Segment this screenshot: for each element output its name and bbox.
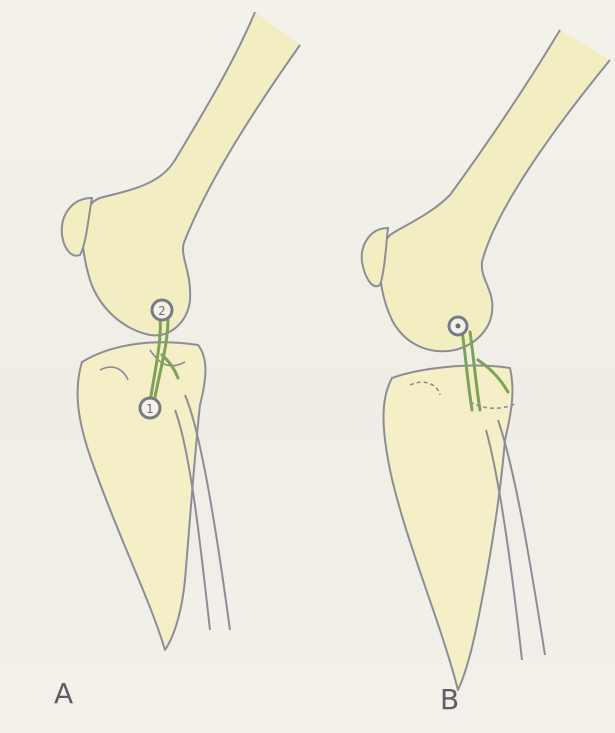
tibia-a bbox=[78, 342, 206, 650]
screw-marker-1: 1 bbox=[140, 398, 160, 418]
screw-marker-2-label: 2 bbox=[158, 304, 166, 318]
screw-marker-1-label: 1 bbox=[146, 402, 154, 416]
panel-a: 2 1 bbox=[62, 12, 300, 650]
screw-marker-2: 2 bbox=[152, 300, 172, 320]
screw-marker-b bbox=[449, 317, 467, 335]
panel-label-b: B bbox=[440, 686, 459, 714]
panel-label-a: A bbox=[54, 680, 73, 708]
panel-b bbox=[362, 30, 610, 690]
tibia-b bbox=[384, 366, 513, 690]
femur-a bbox=[83, 12, 300, 335]
femur-b bbox=[380, 30, 610, 351]
